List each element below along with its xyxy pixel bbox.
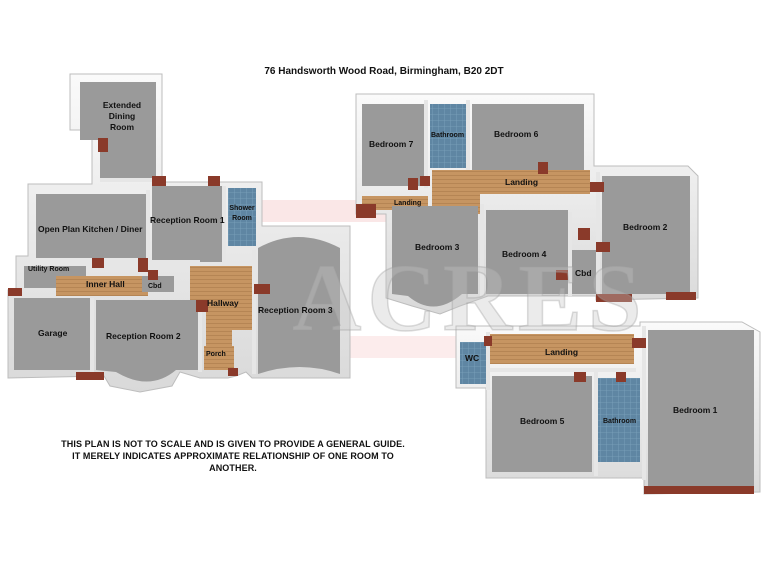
wc <box>460 342 486 384</box>
hallway <box>190 266 252 346</box>
bedroom-4 <box>486 210 568 294</box>
label-cbd-first: Cbd <box>575 268 592 278</box>
label-bedroom-3: Bedroom 3 <box>415 242 460 252</box>
bedroom-5 <box>492 376 592 472</box>
disclaimer-text: THIS PLAN IS NOT TO SCALE AND IS GIVEN T… <box>61 439 405 473</box>
landing-second <box>490 334 634 364</box>
page-title: 76 Handsworth Wood Road, Birmingham, B20… <box>264 66 504 77</box>
label-landing-first-small: Landing <box>394 200 421 207</box>
ground-floor <box>7 73 351 393</box>
label-inner-hall: Inner Hall <box>86 279 125 289</box>
reception-room-3 <box>258 237 340 374</box>
bathroom-second <box>598 378 640 462</box>
shower-room <box>228 188 256 246</box>
label-landing-first: Landing <box>505 177 538 187</box>
label-reception-room-3: Reception Room 3 <box>258 305 333 315</box>
label-bathroom-second: Bathroom <box>603 418 636 425</box>
bathroom-first <box>430 104 466 168</box>
cbd-first <box>572 250 596 294</box>
inner-hall <box>56 276 148 296</box>
label-open-plan-kitchen: Open Plan Kitchen / Diner <box>38 224 143 234</box>
label-cbd-ground: Cbd <box>148 283 162 290</box>
reception-room-1 <box>152 186 222 262</box>
extended-dining-room <box>80 82 156 178</box>
bedroom-1 <box>648 330 754 486</box>
porch <box>204 346 234 370</box>
label-bedroom-2: Bedroom 2 <box>623 222 668 232</box>
label-bedroom-1: Bedroom 1 <box>673 405 718 415</box>
bedroom-2 <box>602 176 690 294</box>
label-porch: Porch <box>206 351 226 358</box>
label-utility-room: Utility Room <box>28 266 69 273</box>
label-garage: Garage <box>38 328 68 338</box>
label-reception-room-1: Reception Room 1 <box>150 215 225 225</box>
bedroom-7 <box>362 104 424 186</box>
watermark: ACRES <box>292 244 647 351</box>
second-floor <box>455 321 761 495</box>
bedroom-6 <box>472 104 584 170</box>
label-bedroom-4: Bedroom 4 <box>502 249 547 259</box>
landing-first <box>432 170 590 214</box>
label-bathroom-first: Bathroom <box>431 132 464 139</box>
label-bedroom-5: Bedroom 5 <box>520 416 565 426</box>
label-landing-second: Landing <box>545 347 578 357</box>
label-wc: WC <box>465 353 479 363</box>
label-bedroom-6: Bedroom 6 <box>494 129 539 139</box>
garage <box>14 298 90 370</box>
open-plan-kitchen <box>36 194 146 258</box>
bedroom-3 <box>392 206 478 307</box>
label-bedroom-7: Bedroom 7 <box>369 139 414 149</box>
label-hallway: Hallway <box>207 298 239 308</box>
reception-room-2 <box>96 300 198 382</box>
first-floor <box>355 93 699 315</box>
label-reception-room-2: Reception Room 2 <box>106 331 181 341</box>
